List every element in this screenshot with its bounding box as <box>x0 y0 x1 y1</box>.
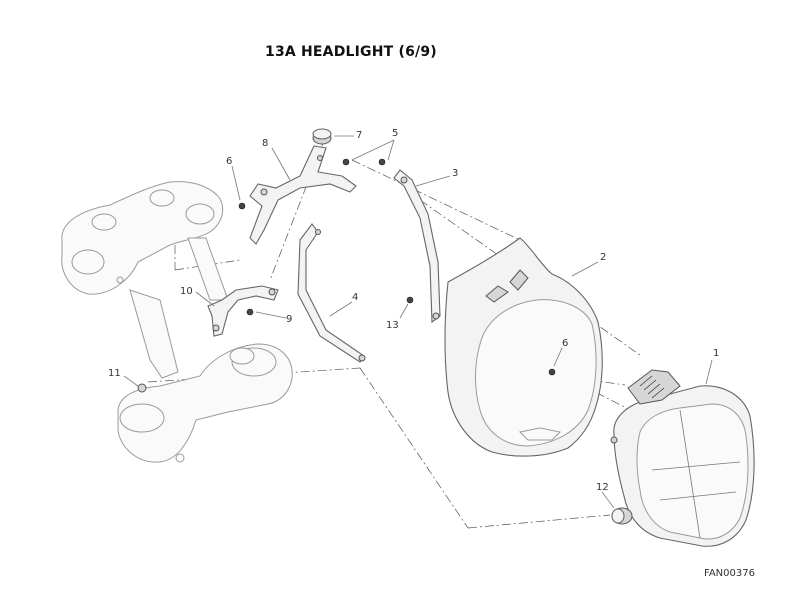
callout-1: 1 <box>713 348 719 359</box>
part-12-grommet <box>611 507 633 525</box>
callout-2: 2 <box>600 252 606 263</box>
part-7-grommet <box>312 128 332 145</box>
callout-10: 10 <box>180 286 193 297</box>
lower-triple-clamp <box>117 343 293 463</box>
callout-4: 4 <box>352 292 358 303</box>
part-3-bracket <box>393 169 441 324</box>
callout-11: 11 <box>108 368 121 379</box>
part-6-screw-upper <box>238 202 246 210</box>
part-2-fairing <box>444 237 603 457</box>
part-9-screw <box>246 308 254 316</box>
callout-6-fairing: 6 <box>562 338 568 349</box>
callout-6-upper: 6 <box>226 156 232 167</box>
part-4-bracket <box>297 223 366 363</box>
callout-5: 5 <box>392 128 398 139</box>
callout-8: 8 <box>262 138 268 149</box>
callout-3: 3 <box>452 168 458 179</box>
callout-labels: 1 2 3 4 5 6 6 7 8 9 10 11 12 13 <box>108 128 719 493</box>
part-10-bracket <box>207 285 279 337</box>
callout-12: 12 <box>596 482 609 493</box>
part-8-bracket <box>249 145 357 245</box>
part-6-screw-fairing <box>548 368 556 376</box>
part-13-screw <box>406 296 414 304</box>
callout-7: 7 <box>356 130 362 141</box>
upper-triple-clamp <box>61 181 224 295</box>
part-11-nut <box>137 383 147 393</box>
callout-13: 13 <box>386 320 399 331</box>
drawing-code: FAN00376 <box>704 568 755 579</box>
callout-9: 9 <box>286 314 292 325</box>
part-5-screws <box>342 158 386 166</box>
page-title: 13A HEADLIGHT (6/9) <box>265 44 437 60</box>
leader-lines <box>123 135 713 509</box>
part-1-headlight <box>610 369 755 547</box>
